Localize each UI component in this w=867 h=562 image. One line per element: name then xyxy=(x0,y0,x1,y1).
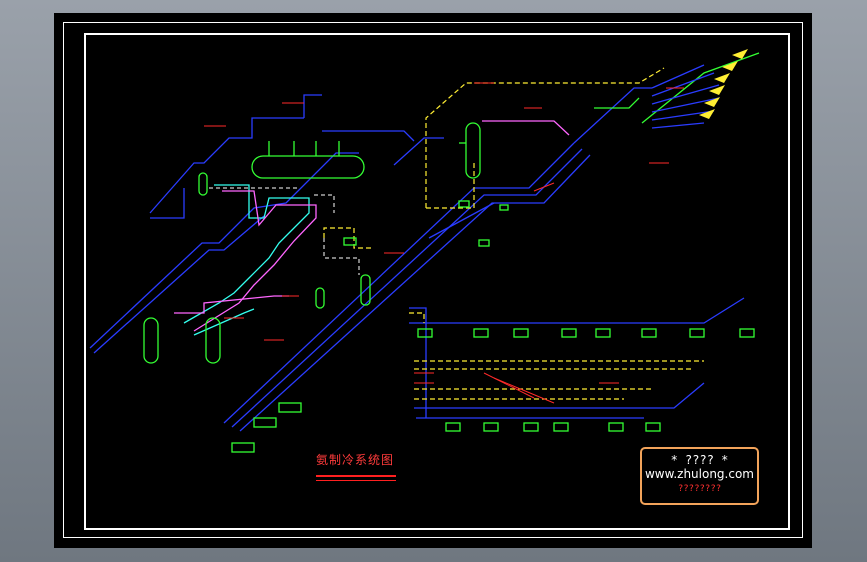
blue-pipe-vessel-feed xyxy=(393,137,444,166)
blue-pipe-upper-right xyxy=(573,87,652,144)
upper-right-coolers xyxy=(651,64,720,129)
compressor-units xyxy=(231,402,302,453)
evaporator-unit xyxy=(595,328,611,338)
flow-arrow xyxy=(732,49,748,59)
valve xyxy=(499,204,509,211)
evaporator-unit xyxy=(739,328,755,338)
blue-pipe-evap-row-2 xyxy=(414,382,705,409)
high-pressure-receiver xyxy=(251,155,365,179)
separator-icon xyxy=(143,172,371,364)
blue-pipe-network xyxy=(89,87,745,432)
evaporator-unit xyxy=(561,328,577,338)
intercooler xyxy=(360,274,371,306)
title-underline-1 xyxy=(316,475,396,477)
evaporator-unit xyxy=(483,422,499,432)
expansion-valve xyxy=(343,237,357,246)
cooler-branch xyxy=(651,72,715,97)
cooler-branch xyxy=(651,64,705,89)
evaporator-unit xyxy=(641,328,657,338)
color-pipe-loops xyxy=(174,120,570,336)
annotation-mark xyxy=(493,377,555,404)
blue-pipe-left-branch xyxy=(150,188,185,219)
flow-arrow xyxy=(704,97,720,107)
cooler-branch xyxy=(651,110,715,121)
valve-icon xyxy=(343,200,509,247)
flow-arrow xyxy=(699,109,715,119)
evaporator-icon xyxy=(417,328,755,432)
white-pipe-drop xyxy=(314,194,335,213)
vessel-icon xyxy=(251,141,365,179)
blue-pipe-evap-row-1 xyxy=(409,297,745,324)
annotation-mark xyxy=(533,182,555,192)
evaporator-unit xyxy=(645,422,661,432)
equipment-layer xyxy=(143,52,760,453)
blue-pipe-diagonal-b xyxy=(231,148,583,428)
watermark-stamp: * ???? * www.zhulong.com ???????? xyxy=(640,447,759,505)
cyan-pipe-loop xyxy=(183,184,310,324)
low-pressure-circulator-2 xyxy=(205,317,221,364)
yellow-pipe-mid xyxy=(323,227,374,249)
low-pressure-circulator-1 xyxy=(143,317,159,364)
compressor-2 xyxy=(253,417,277,428)
arrow-icon xyxy=(699,49,748,119)
drawing-title: 氨制冷系统图 xyxy=(316,453,395,467)
evaporator-unit xyxy=(473,328,489,338)
drawing-sheet: 氨制冷系统图 * ???? * www.zhulong.com ???????? xyxy=(54,13,812,548)
blue-pipe-left-trunk-2 xyxy=(93,215,265,354)
cooler-branch xyxy=(651,122,705,129)
separator-icon xyxy=(459,122,481,179)
blue-pipe-header xyxy=(322,130,415,142)
drawing-border-outer xyxy=(63,22,803,538)
valve xyxy=(458,200,470,208)
oil-separator xyxy=(465,122,481,179)
blue-pipe-mid-link xyxy=(428,202,495,239)
compressor-1 xyxy=(278,402,302,413)
magenta-pipe-lower xyxy=(174,295,289,314)
evaporator-unit xyxy=(553,422,569,432)
stamp-line-3: ???????? xyxy=(677,484,722,494)
filter-vessel xyxy=(198,172,208,196)
flow-arrow xyxy=(714,73,730,83)
magenta-pipe-top-right xyxy=(482,120,570,136)
evaporator-unit xyxy=(689,328,705,338)
blue-pipe-evap-drop xyxy=(409,307,427,418)
yellow-pipe-vessel-loop xyxy=(426,163,475,209)
blue-pipe-top-riser xyxy=(303,94,322,118)
evaporator-unit xyxy=(417,328,433,338)
cooler-branch xyxy=(651,97,720,113)
evaporator-unit xyxy=(513,328,529,338)
green-pipe-feed xyxy=(641,52,760,124)
compressor-3 xyxy=(231,442,255,453)
evaporator-unit xyxy=(523,422,539,432)
gas-liquid-separator xyxy=(315,287,325,309)
valve xyxy=(478,239,490,247)
green-pipe-top-right xyxy=(594,97,640,109)
white-pipe-network xyxy=(209,187,360,275)
blue-pipe-diagonal-c xyxy=(239,154,591,432)
evaporator-unit xyxy=(445,422,461,432)
white-pipe-mid-loop xyxy=(323,238,360,275)
blue-pipe-top-left xyxy=(149,117,304,214)
flow-arrow xyxy=(709,85,725,95)
yellow-pipe-top xyxy=(425,67,665,208)
yellow-pipe-evap-join xyxy=(409,312,425,323)
annotation-labels xyxy=(204,82,684,404)
title-underline-2 xyxy=(316,480,396,481)
yellow-pipe-network xyxy=(323,67,704,400)
cyan-pipe-lower xyxy=(193,308,255,336)
blue-pipe-left-trunk xyxy=(89,152,359,349)
blue-pipe-diagonal-a xyxy=(223,142,575,424)
refrigeration-diagram xyxy=(89,49,760,453)
stamp-url: www.zhulong.com xyxy=(644,467,754,481)
flow-arrow xyxy=(722,61,738,71)
cooler-branch xyxy=(651,84,720,105)
evaporator-unit xyxy=(608,422,624,432)
stamp-line-1: * ???? * xyxy=(670,453,729,467)
magenta-pipe-loop xyxy=(193,190,317,332)
annotation-mark xyxy=(483,372,535,399)
drawing-border-inner xyxy=(84,33,790,530)
